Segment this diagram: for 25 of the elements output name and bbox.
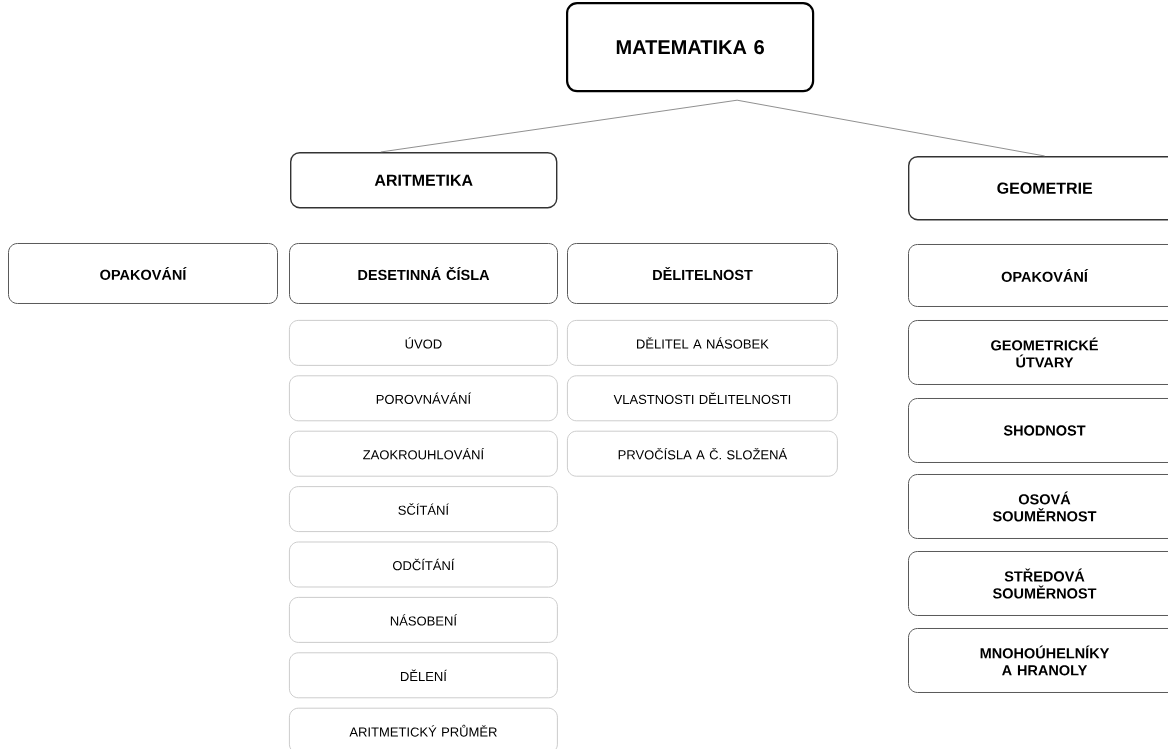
topic-box: ARITMETIKA [290, 152, 558, 209]
subtopic-box: VLASTNOSTI DĚLITELNOSTI [567, 375, 838, 422]
topic-box: STŘEDOVÁ SOUMĚRNOST [908, 551, 1168, 616]
subtopic-box: ODČÍTÁNÍ [289, 541, 558, 588]
subtopic-box: DĚLENÍ [289, 652, 558, 699]
subtopic-box: SČÍTÁNÍ [289, 486, 558, 532]
subtopic-box: ZAOKROUHLOVÁNÍ [289, 430, 558, 477]
subtopic-box: NÁSOBENÍ [289, 597, 558, 643]
topic-box: OPAKOVÁNÍ [908, 244, 1168, 307]
topic-box: GEOMETRICKÉ ÚTVARY [908, 320, 1168, 385]
topic-box: DESETINNÁ ČÍSLA [289, 243, 558, 304]
topic-box: OSOVÁ SOUMĚRNOST [908, 474, 1168, 539]
connector-line [736, 99, 1046, 157]
topic-box: OPAKOVÁNÍ [8, 243, 278, 304]
subtopic-box: ARITMETICKÝ PRŮMĚR [289, 707, 558, 749]
connector-line [380, 99, 738, 153]
subtopic-box: POROVNÁVÁNÍ [289, 375, 558, 422]
subtopic-box: DĚLITEL A NÁSOBEK [567, 320, 838, 366]
topic-box: MNOHOÚHELNÍKY A HRANOLY [908, 628, 1168, 693]
topic-box: GEOMETRIE [908, 156, 1168, 221]
subtopic-box: ÚVOD [289, 320, 558, 366]
topic-box: SHODNOST [908, 398, 1168, 463]
topic-box: DĚLITELNOST [567, 243, 838, 304]
root-box: MATEMATIKA 6 [566, 2, 815, 93]
subtopic-box: PRVOČÍSLA A Č. SLOŽENÁ [567, 430, 838, 477]
